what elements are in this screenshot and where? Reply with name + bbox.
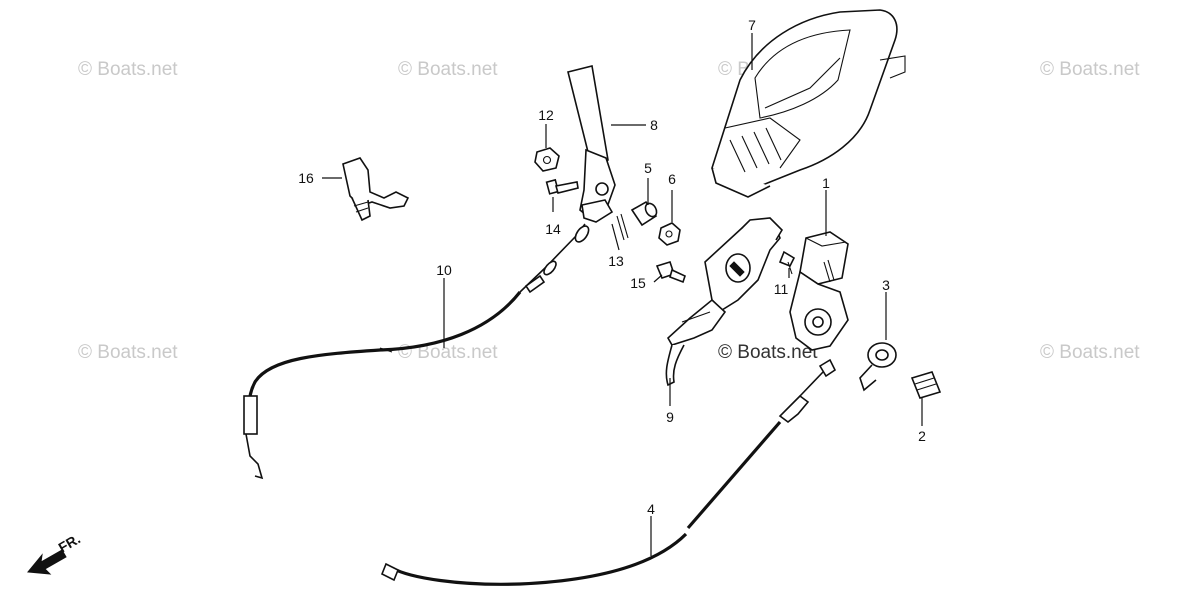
knob-part-3	[859, 342, 897, 392]
part-label-8: 8	[650, 117, 658, 133]
cable-part-10	[243, 223, 590, 480]
part-label-4: 4	[647, 501, 655, 517]
nut-part-6	[658, 222, 681, 246]
clamp-part-16	[342, 157, 410, 222]
collar-part-5	[630, 200, 658, 227]
part-label-12: 12	[538, 107, 554, 123]
part-label-16: 16	[298, 170, 314, 186]
part-label-15: 15	[630, 275, 646, 291]
watermark: © Boats.net	[718, 342, 818, 363]
part-label-11: 11	[774, 281, 789, 297]
part-label-3: 3	[882, 277, 890, 293]
part-label-7: 7	[748, 17, 756, 33]
bracket-part-9	[665, 217, 784, 387]
watermark: © Boats.net	[78, 342, 178, 363]
part-label-6: 6	[668, 171, 676, 187]
watermark: © Boats.net	[1040, 342, 1140, 363]
watermark: © Boats.net	[398, 59, 498, 80]
part-label-13: 13	[608, 253, 624, 269]
bolt-part-14	[545, 178, 579, 195]
watermark: © Boats.net	[78, 59, 178, 80]
part-label-5: 5	[644, 160, 652, 176]
part-label-2: 2	[918, 428, 926, 444]
part-label-14: 14	[545, 221, 561, 237]
pin-part-13	[616, 213, 629, 241]
watermark: © Boats.net	[1040, 59, 1140, 80]
part-label-10: 10	[436, 262, 452, 278]
watermark: © Boats.net	[398, 342, 498, 363]
nut-part-12	[534, 147, 560, 172]
front-arrow-icon	[27, 549, 67, 575]
cable-part-4	[380, 358, 837, 586]
part-label-9: 9	[666, 409, 674, 425]
lever-part-8	[567, 65, 616, 223]
bolt-part-15	[655, 261, 686, 284]
cover-part-7	[711, 9, 906, 198]
front-direction-indicator: FR.	[27, 530, 83, 575]
screw-part-11	[778, 250, 796, 275]
part-label-1: 1	[822, 175, 830, 191]
spring-part-2	[910, 371, 942, 399]
lever-part-1	[789, 231, 849, 351]
